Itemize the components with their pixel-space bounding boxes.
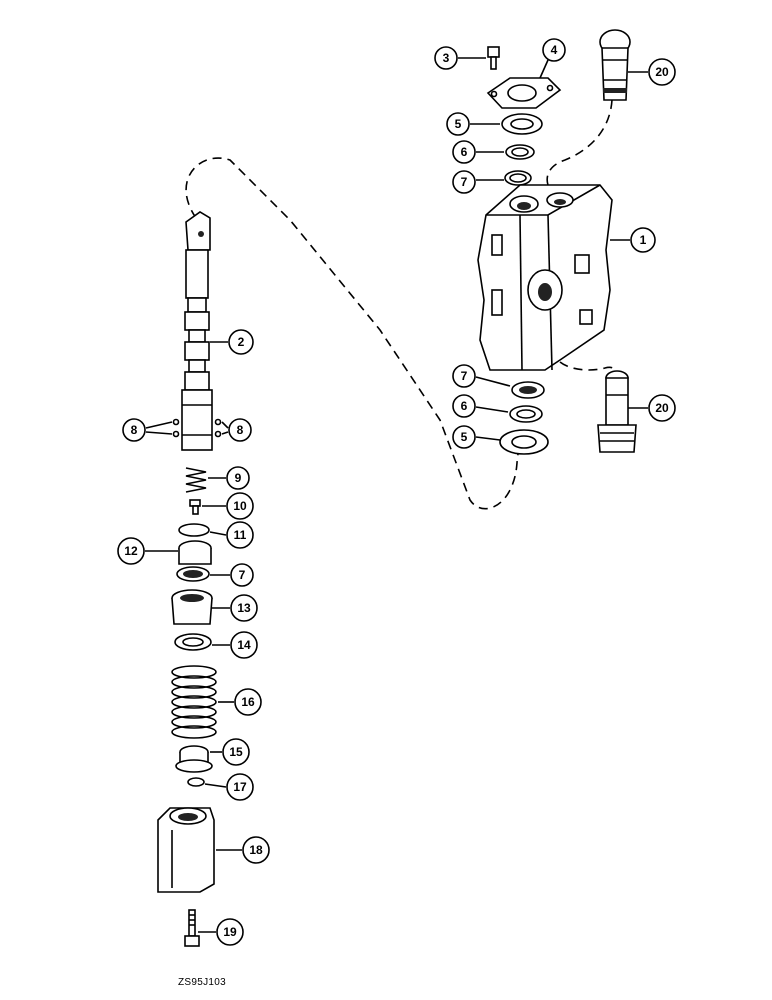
callout-20-bottom: 20: [648, 394, 676, 422]
svg-text:4: 4: [551, 43, 558, 57]
svg-text:13: 13: [237, 601, 251, 615]
callout-7-bottom: 7: [452, 364, 476, 388]
svg-text:6: 6: [461, 145, 468, 159]
callout-6-bottom: 6: [452, 394, 476, 418]
relief-valve-part-20-bottom: [597, 370, 637, 453]
detent-balls-part-8: [172, 418, 222, 438]
callout-12: 12: [117, 537, 145, 565]
svg-text:3: 3: [443, 51, 450, 65]
callout-4: 4: [542, 38, 566, 62]
spring-seat-part-14: [174, 633, 212, 651]
callout-19: 19: [216, 918, 244, 946]
svg-text:6: 6: [461, 399, 468, 413]
relief-valve-part-20-top: [599, 29, 631, 101]
flange-plate-part-4: [486, 77, 562, 109]
svg-text:12: 12: [124, 544, 138, 558]
callout-9: 9: [226, 466, 250, 490]
svg-text:7: 7: [461, 175, 468, 189]
o-ring-part-6-top: [505, 144, 535, 160]
callout-20-top: 20: [648, 58, 676, 86]
svg-text:7: 7: [239, 568, 246, 582]
o-ring-part-6-bottom: [509, 405, 543, 423]
svg-text:20: 20: [655, 65, 669, 79]
callout-18: 18: [242, 836, 270, 864]
callout-2: 2: [228, 329, 254, 355]
svg-text:17: 17: [233, 780, 247, 794]
svg-text:8: 8: [237, 423, 244, 437]
bolt-part-19: [184, 909, 200, 947]
svg-text:9: 9: [235, 471, 242, 485]
callout-5-bottom: 5: [452, 425, 476, 449]
svg-text:7: 7: [461, 369, 468, 383]
spring-part-16: [171, 665, 217, 739]
leader-lines: [145, 57, 648, 933]
callout-7-left: 7: [230, 563, 254, 587]
callout-17: 17: [226, 773, 254, 801]
seal-part-7-top: [504, 170, 532, 186]
end-cap-part-18: [157, 807, 215, 893]
pin-part-10: [189, 499, 201, 515]
spool-part-2: [181, 211, 213, 451]
svg-text:10: 10: [233, 499, 247, 513]
callout-11: 11: [226, 521, 254, 549]
screw-part-3: [487, 46, 500, 70]
bushing-part-12: [178, 540, 212, 565]
snap-ring-part-17: [187, 777, 205, 787]
o-ring-part-11: [178, 523, 210, 537]
relief-valve-top-dashed-line: [546, 99, 613, 186]
svg-text:5: 5: [461, 430, 468, 444]
svg-text:15: 15: [229, 745, 243, 759]
callout-6-top: 6: [452, 140, 476, 164]
svg-text:11: 11: [234, 528, 247, 542]
svg-text:20: 20: [655, 401, 669, 415]
svg-text:8: 8: [131, 423, 138, 437]
callout-3: 3: [434, 46, 458, 70]
svg-text:16: 16: [241, 695, 255, 709]
svg-text:19: 19: [223, 925, 237, 939]
valve-body-part-1: [477, 184, 613, 371]
spool-to-body-dashed-line: [185, 157, 521, 510]
seal-part-7-bottom: [511, 381, 545, 399]
figure-code: ZS95J103: [178, 977, 226, 988]
svg-text:2: 2: [238, 335, 245, 349]
callout-8-right: 8: [228, 418, 252, 442]
seal-part-7-left: [176, 566, 210, 582]
svg-text:14: 14: [237, 638, 251, 652]
callout-8-left: 8: [122, 418, 146, 442]
svg-text:5: 5: [455, 117, 462, 131]
callout-10: 10: [226, 492, 254, 520]
retainer-part-13: [171, 589, 213, 625]
callout-14: 14: [230, 631, 258, 659]
callout-15: 15: [222, 738, 250, 766]
svg-text:18: 18: [249, 843, 263, 857]
callout-7-top: 7: [452, 170, 476, 194]
callout-5-top: 5: [446, 112, 470, 136]
callout-13: 13: [230, 594, 258, 622]
svg-text:1: 1: [640, 233, 647, 247]
spring-part-9: [185, 467, 207, 493]
backup-ring-part-5-top: [501, 113, 543, 135]
backup-ring-part-5-bottom: [499, 429, 549, 455]
callout-16: 16: [234, 688, 262, 716]
spring-seat-part-15: [175, 745, 213, 773]
callout-1: 1: [630, 227, 656, 253]
